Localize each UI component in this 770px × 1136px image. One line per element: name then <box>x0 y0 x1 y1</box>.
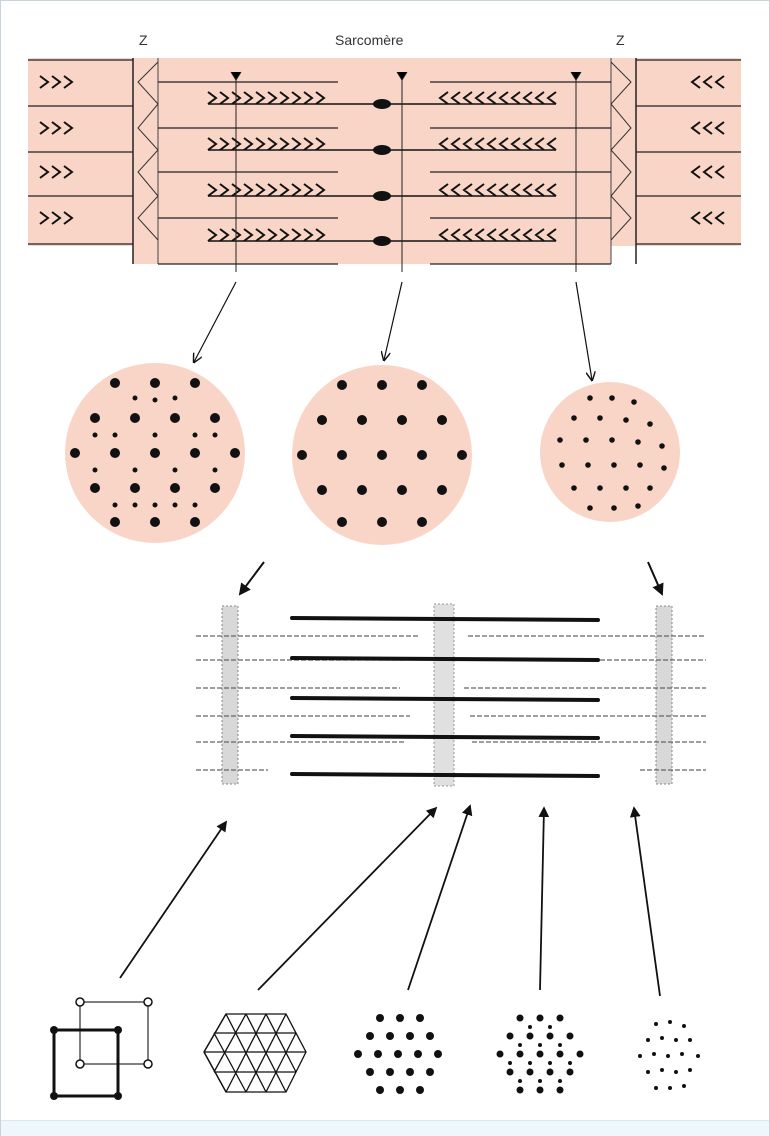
cross-section-arrows <box>194 281 592 380</box>
z-disc-right-image <box>655 605 673 785</box>
z-chevron-right <box>610 61 632 241</box>
cross-section-m-line <box>292 365 472 545</box>
m-line-nodes <box>373 99 391 246</box>
arrow-icon <box>575 281 592 380</box>
thin-filaments <box>28 59 741 265</box>
bottom-strip <box>1 1120 769 1136</box>
triangular-lattice <box>203 1013 307 1093</box>
z-line-label-left: Z <box>139 32 148 48</box>
sarcomere-schematic <box>28 58 741 272</box>
filament-micrograph <box>196 561 706 787</box>
section-cut-lines <box>230 71 582 272</box>
arrow-icon <box>119 820 228 979</box>
cross-section-overlap <box>65 363 245 543</box>
arrow-icon <box>629 806 661 997</box>
hexagonal-overlap-lattice <box>496 1014 584 1094</box>
sarcomere-label: Sarcomère <box>335 32 404 48</box>
arrow-icon <box>538 806 550 991</box>
arrow-icon <box>647 561 664 596</box>
myosin-heads <box>207 91 557 242</box>
arrow-icon <box>194 281 237 362</box>
m-band-image <box>433 603 455 787</box>
thick-filaments-image <box>290 616 600 778</box>
lattice-arrows <box>119 804 661 997</box>
arrow-icon <box>407 804 473 991</box>
arrow-icon <box>384 281 403 360</box>
cross-section-i-band <box>540 382 680 522</box>
arrow-icon <box>238 561 265 596</box>
z-line-label-right: Z <box>616 32 625 48</box>
hexagonal-thick-lattice <box>354 1014 442 1094</box>
thin-filament-lattice <box>638 1020 700 1090</box>
outer-chevrons <box>39 75 725 225</box>
z-disc-square-lattice <box>50 997 153 1100</box>
arrow-icon <box>257 806 438 991</box>
z-disc-left-image <box>221 605 239 785</box>
z-chevron-left <box>137 61 159 241</box>
thin-filaments-image <box>196 635 706 771</box>
